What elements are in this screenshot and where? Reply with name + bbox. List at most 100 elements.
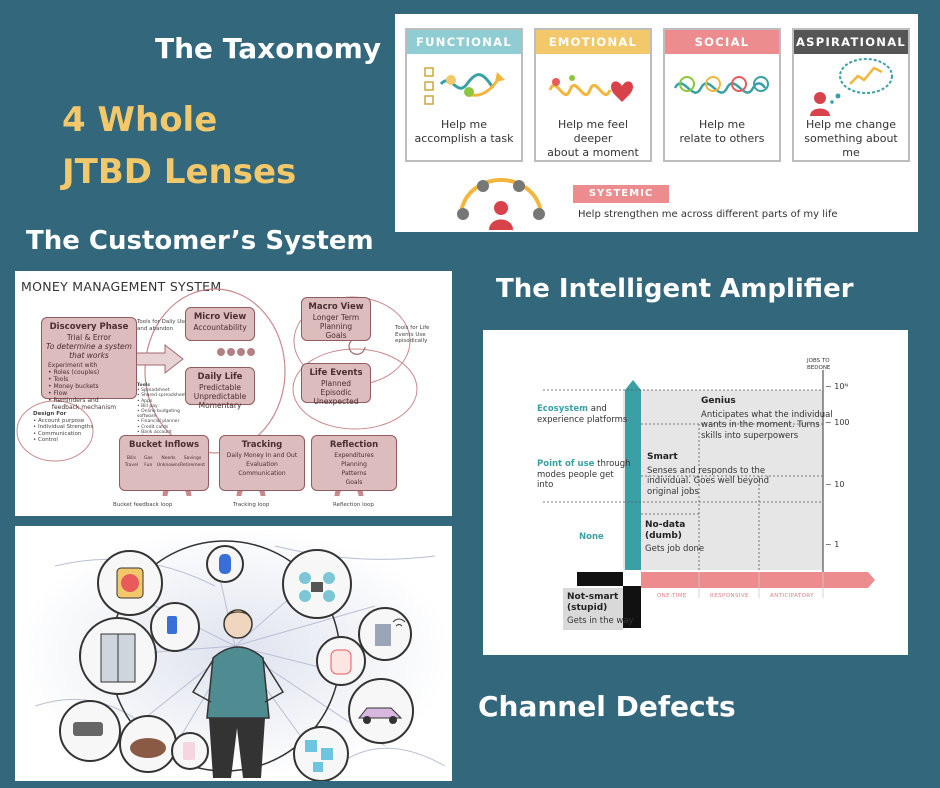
- label-rest: and: [588, 404, 607, 414]
- box-line: Unpredictable: [193, 392, 247, 401]
- list-item-text: Money buckets: [53, 383, 99, 390]
- no-data-level: No-data (dumb) Gets job done: [645, 520, 704, 555]
- tools-life-note: Tools for Life Events Use episodically: [395, 325, 430, 344]
- y-tick: ~ 10ᴺ: [825, 382, 849, 391]
- systemic-text: Help strengthen me across different part…: [578, 209, 838, 220]
- level-title: No-data: [645, 520, 686, 530]
- bucket-item: Fun: [144, 463, 153, 468]
- bucket-item: Retirement: [180, 463, 205, 468]
- tracking-loop-label: Tracking loop: [233, 502, 270, 508]
- level-title-2: (stupid): [567, 602, 608, 613]
- box-line: Longer Term: [312, 313, 360, 322]
- reflection-box: Reflection Expenditures Planning Pattern…: [311, 435, 397, 491]
- label-strong: None: [579, 532, 604, 542]
- lens-title: FUNCTIONAL: [407, 30, 521, 54]
- lens-emotional: EMOTIONAL Help me feel deeper about a mo…: [534, 28, 652, 162]
- lens-text-1: Help me feel deeper: [557, 118, 629, 145]
- list-item: • Financial planner: [137, 419, 180, 425]
- bucket-item: Savings: [183, 456, 202, 461]
- box-line: Planning: [341, 461, 367, 468]
- micro-view-box: Micro View Accountability: [185, 307, 255, 341]
- box-line: Communication: [238, 470, 286, 477]
- thought-bubble-icon: [794, 54, 908, 118]
- axis-title-line: JOBS TO: [807, 358, 830, 364]
- lenses-heading-line1: 4 Whole: [62, 100, 218, 140]
- list-item-text: Apps: [141, 398, 153, 404]
- list-item: • Flow: [48, 390, 68, 397]
- box-line: Predictable: [199, 383, 241, 392]
- lens-title: EMOTIONAL: [536, 30, 650, 54]
- list-item: • Control: [33, 437, 58, 443]
- amplifier-diagram: [543, 370, 875, 630]
- list-item: • Credit cards: [137, 424, 169, 430]
- list-item: • Communication: [33, 430, 82, 437]
- list-item-text: Communication: [38, 430, 82, 437]
- list-head: Design For: [33, 411, 67, 417]
- list-item: • Reminders and: [48, 397, 99, 404]
- box-line: Expenditures: [334, 452, 374, 459]
- list-item-text: Individual Strengths: [38, 424, 94, 430]
- lens-text-1: Help me: [698, 118, 746, 131]
- design-for-list: Design For • Account purpose • Individua…: [33, 411, 103, 444]
- label-strong: Ecosystem: [537, 404, 589, 414]
- y-tick: ~ 100: [825, 418, 850, 427]
- box-title: Reflection: [329, 440, 379, 450]
- box-line: Goals: [345, 479, 363, 486]
- list-item-text: Financial planner: [141, 419, 180, 425]
- x-label-responsive: RESPONSIVE: [710, 593, 749, 599]
- box-line: Planning: [319, 322, 353, 331]
- level-title: Genius: [701, 396, 736, 406]
- list-item-text: Bill pay: [141, 403, 158, 409]
- label-line: modes people get: [537, 469, 614, 480]
- tools-daily-note: Tools for Daily Use and abandon: [137, 319, 188, 332]
- list-item-text: Account purpose: [38, 417, 85, 424]
- systemic-badge: SYSTEMIC: [573, 185, 669, 203]
- life-events-box: Life Events Planned Episodic Unexpected: [301, 363, 371, 406]
- bucket-grid: Bills Gas Needs Savings Travel Fun Unkno…: [120, 455, 208, 469]
- lens-social: SOCIAL Help me relate to others: [663, 28, 781, 162]
- customer-system-heading: The Customer’s System: [26, 226, 374, 256]
- list-item-text: feedback mechanism: [51, 404, 117, 411]
- list-item: • Shared spreadsheet: [137, 393, 187, 399]
- list-item: • Spreadsheet: [137, 388, 170, 394]
- x-label-anticipatory: ANTICIPATORY: [770, 593, 814, 599]
- bucket-item: Bills: [126, 456, 137, 461]
- box-line: Accountability: [193, 323, 247, 332]
- level-line: Gets job done: [645, 544, 705, 554]
- box-title: Life Events: [309, 368, 363, 378]
- list-item-text: Reminders and: [53, 397, 99, 404]
- box-line: Unexpected: [313, 397, 359, 406]
- level-title: Not-smart: [567, 592, 619, 602]
- bucket-loop-label: Bucket feedback loop: [113, 502, 173, 508]
- y-tick: ~ 1: [825, 540, 840, 549]
- list-item: • Online budgeting software: [137, 409, 180, 420]
- list-item: feedback mechanism: [48, 404, 136, 411]
- experiment-list: Experiment with • Roles (couples) • Tool…: [42, 362, 136, 411]
- list-head: Experiment with: [48, 362, 98, 369]
- taxonomy-heading: The Taxonomy: [155, 32, 382, 65]
- box-line: Daily Money In and Out: [226, 452, 298, 459]
- box-line: Trial & Error: [66, 333, 112, 342]
- lens-text-1: Help me change: [805, 118, 897, 131]
- level-line: Gets in the way: [567, 616, 634, 626]
- y-tick: ~ 10: [825, 480, 845, 489]
- box-line: Evaluation: [246, 461, 278, 468]
- list-item: • Money buckets: [48, 383, 99, 390]
- label-rest: through: [594, 459, 631, 469]
- level-line: wants in the moment. Turns: [701, 420, 820, 430]
- box-line: Planned: [320, 379, 352, 388]
- box-line: Patterns: [341, 470, 367, 477]
- label-line: experience platforms: [537, 414, 628, 425]
- reflection-loop-label: Reflection loop: [333, 502, 374, 508]
- smart-level: Smart Senses and responds to the individ…: [647, 452, 769, 497]
- list-item: • Roles (couples): [48, 369, 100, 376]
- box-line: To determine a system: [46, 342, 132, 351]
- list-item-text: Spreadsheet: [141, 388, 170, 394]
- box-line: Episodic: [320, 388, 352, 397]
- lens-text-2: something about me: [804, 132, 898, 159]
- lenses-heading-line2: JTBD Lenses: [62, 152, 297, 192]
- list-item-text: Credit cards: [141, 424, 169, 430]
- not-smart-level: Not-smart (stupid) Gets in the way: [567, 592, 634, 627]
- list-item-text: Bank account: [141, 429, 172, 435]
- ecosystem-label: Ecosystem and experience platforms: [537, 404, 627, 425]
